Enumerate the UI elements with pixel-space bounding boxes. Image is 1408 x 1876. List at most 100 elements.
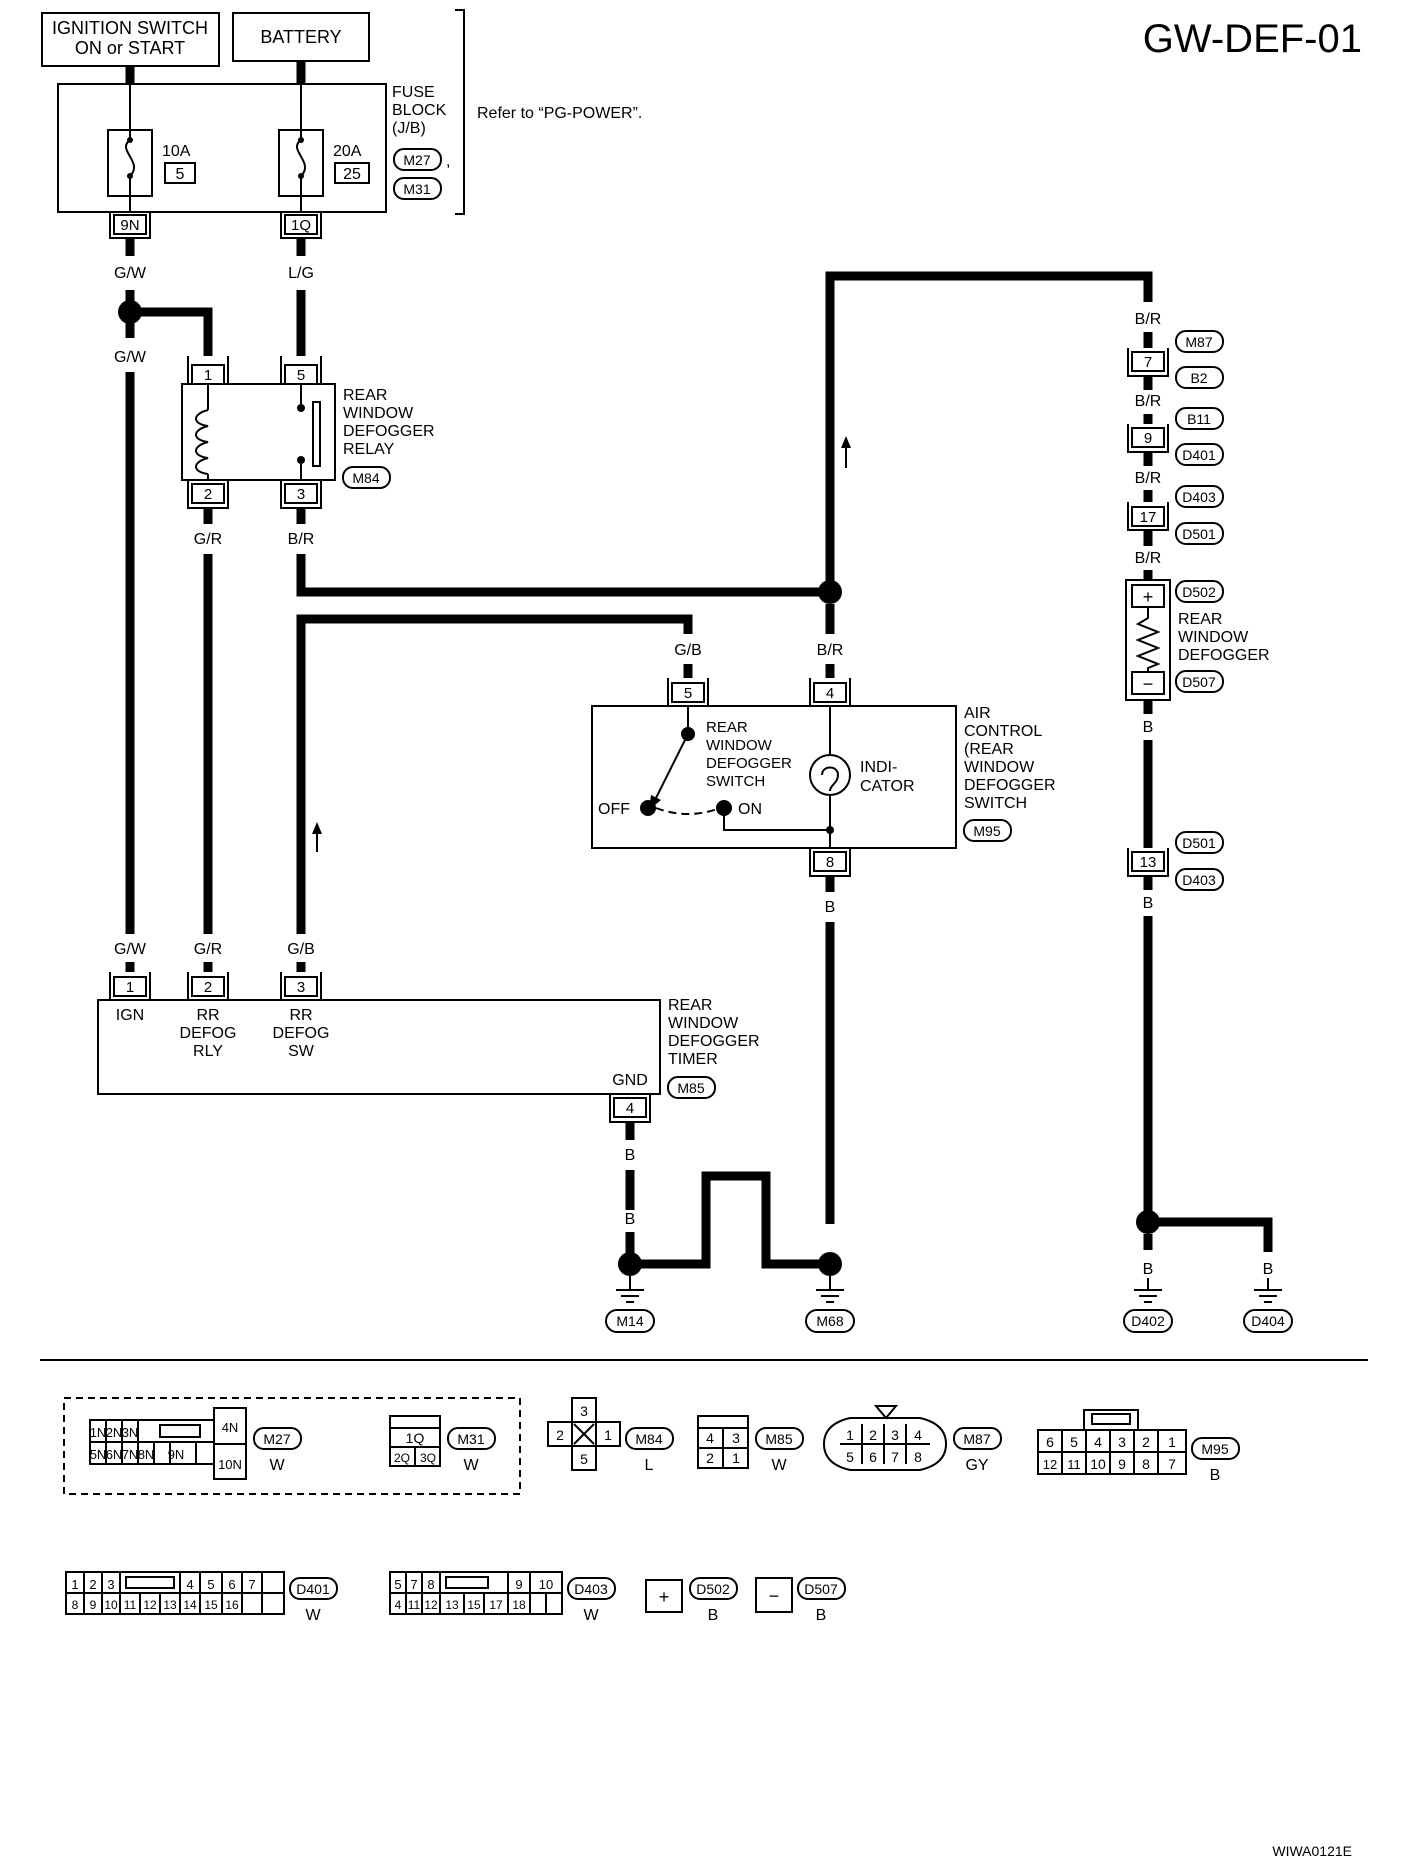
chain-connector-d403: D403 <box>1182 489 1216 505</box>
svg-text:9N: 9N <box>168 1447 185 1462</box>
svg-text:8: 8 <box>72 1598 79 1612</box>
svg-text:5: 5 <box>207 1577 214 1592</box>
wire-gr-1: G/R <box>194 531 222 548</box>
ground-d404-icon <box>1254 1289 1282 1303</box>
svg-text:D507: D507 <box>804 1581 838 1597</box>
svg-text:12: 12 <box>143 1598 157 1612</box>
rear-window-defogger-relay: 1 5 2 3 <box>181 356 336 509</box>
svg-text:−: − <box>769 1586 780 1606</box>
timer-pin-rly-3: RLY <box>193 1043 223 1060</box>
svg-text:2: 2 <box>706 1450 714 1466</box>
relay-connector: M84 <box>352 470 379 486</box>
svg-text:M84: M84 <box>635 1431 662 1447</box>
timer-connector: M85 <box>677 1080 704 1096</box>
power-bracket <box>455 9 465 215</box>
svg-text:16: 16 <box>225 1598 239 1612</box>
chain-connector-d501: D501 <box>1182 526 1216 542</box>
air-control-label-4: WINDOW <box>964 759 1035 776</box>
legend-d401: 1 2 3 4 5 6 7 8 9 10 11 12 13 14 15 16 D… <box>65 1571 338 1624</box>
svg-text:5: 5 <box>846 1449 854 1465</box>
ground-d402: D402 <box>1123 1278 1173 1333</box>
svg-text:M87: M87 <box>963 1431 990 1447</box>
relay-label-3: DEFOGGER <box>343 423 435 440</box>
fuse-right-amps: 20A <box>333 143 362 160</box>
svg-text:1Q: 1Q <box>406 1430 425 1446</box>
chain-connector-b11: B11 <box>1187 411 1211 427</box>
svg-text:8: 8 <box>427 1577 434 1592</box>
rear-window-defogger: + − <box>1125 579 1171 701</box>
timer-pin-rly-2: DEFOG <box>180 1025 237 1042</box>
relay-label-1: REAR <box>343 387 387 404</box>
wire-b-loop-1: B <box>701 1211 712 1228</box>
svg-text:7N: 7N <box>122 1447 139 1462</box>
svg-text:11: 11 <box>124 1598 137 1612</box>
ignition-label-2: ON or START <box>75 38 185 58</box>
wire-b-gnd-2: B <box>625 1211 636 1228</box>
svg-text:W: W <box>305 1607 321 1624</box>
connector-legend: 1N 2N 3N 5N 6N 7N 8N 9N 4N 10N M27 W 1Q … <box>63 1397 1240 1624</box>
svg-text:18: 18 <box>512 1598 526 1612</box>
svg-text:15: 15 <box>204 1598 218 1612</box>
svg-text:1: 1 <box>126 979 134 996</box>
relay-coil-icon <box>195 409 209 475</box>
defogger-minus: − <box>1143 674 1154 694</box>
svg-text:2: 2 <box>556 1427 564 1443</box>
svg-text:4: 4 <box>1094 1434 1102 1450</box>
fuse-block-connectors-frame <box>63 1397 521 1495</box>
wire-br-6: B/R <box>1135 550 1162 567</box>
battery-source: BATTERY <box>232 12 370 62</box>
svg-text:+: + <box>659 1587 670 1607</box>
defogger-switch-icon <box>654 733 689 801</box>
svg-text:D404: D404 <box>1251 1313 1285 1329</box>
wire-gw-1: G/W <box>114 265 147 282</box>
svg-text:3: 3 <box>891 1427 899 1443</box>
timer-label-3: DEFOGGER <box>668 1033 760 1050</box>
svg-text:M85: M85 <box>765 1431 792 1447</box>
chain-connector-d401: D401 <box>1182 447 1216 463</box>
ignition-switch-source: IGNITION SWITCH ON or START <box>41 12 220 67</box>
air-control-label-1: AIR <box>964 705 991 722</box>
air-control-switch: 5 4 OFF ON REAR WINDOW DEFOGGER SWITCH I… <box>591 678 957 877</box>
legend-m27: 1N 2N 3N 5N 6N 7N 8N 9N 4N 10N M27 W <box>89 1407 302 1480</box>
defogger-connector-minus: D507 <box>1182 674 1216 690</box>
svg-text:W: W <box>771 1457 787 1474</box>
switch-label-3: DEFOGGER <box>706 755 792 772</box>
svg-text:12: 12 <box>1043 1457 1057 1472</box>
svg-text:2Q: 2Q <box>394 1451 410 1465</box>
svg-text:5: 5 <box>580 1451 588 1467</box>
svg-text:4: 4 <box>395 1598 402 1612</box>
defogger-plus: + <box>1143 587 1154 607</box>
svg-text:10: 10 <box>104 1598 118 1612</box>
svg-text:2: 2 <box>869 1427 877 1443</box>
svg-text:9: 9 <box>1144 430 1152 447</box>
svg-text:8N: 8N <box>138 1447 155 1462</box>
wire-gw-3: G/W <box>114 941 147 958</box>
defogger-connector-plus: D502 <box>1182 584 1216 600</box>
svg-text:D402: D402 <box>1131 1313 1165 1329</box>
svg-text:7: 7 <box>1168 1456 1176 1472</box>
timer-label-1: REAR <box>668 997 712 1014</box>
fuse-block-label-1: FUSE <box>392 84 435 101</box>
svg-text:2: 2 <box>89 1577 96 1592</box>
wire-b-d404: B <box>1263 1261 1274 1278</box>
svg-text:4: 4 <box>914 1427 922 1443</box>
svg-text:4: 4 <box>706 1430 714 1446</box>
wire-br-5: B/R <box>1135 470 1162 487</box>
ground-d402-icon <box>1134 1289 1162 1303</box>
svg-text:9: 9 <box>1118 1456 1126 1472</box>
svg-text:3: 3 <box>297 979 305 996</box>
svg-text:4N: 4N <box>222 1420 239 1435</box>
wire-gr-2: G/R <box>194 941 222 958</box>
legend-m31: 1Q 2Q 3Q M31 W <box>389 1415 496 1474</box>
timer-pin-ign: IGN <box>116 1007 144 1024</box>
svg-text:2: 2 <box>1142 1434 1150 1450</box>
chain-connector-d501-b: D501 <box>1182 835 1216 851</box>
splice-m68 <box>818 1252 842 1276</box>
timer-pin-sw-1: RR <box>289 1007 312 1024</box>
svg-text:13: 13 <box>163 1598 177 1612</box>
svg-text:B: B <box>708 1607 719 1624</box>
chain-terminal-7: 7 <box>1127 348 1169 377</box>
svg-text:1N: 1N <box>90 1425 107 1440</box>
legend-d403: 5 7 8 9 10 4 11 12 13 15 17 18 D403 W <box>389 1571 616 1624</box>
